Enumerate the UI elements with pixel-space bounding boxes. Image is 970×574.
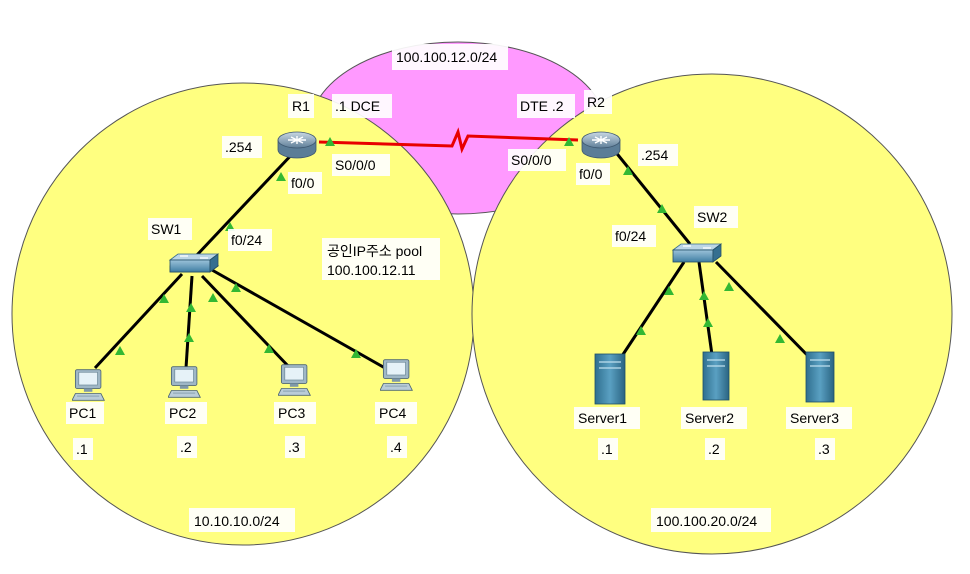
pc3-ip-label: .3	[288, 439, 300, 455]
r1-serial-role-label: .1 DCE	[335, 98, 380, 114]
port-indicator	[186, 303, 196, 312]
r1-serial-port-label: S0/0/0	[335, 157, 376, 173]
port-indicator	[325, 137, 335, 146]
serial-link-r1-r2[interactable]	[318, 127, 579, 154]
port-indicator	[208, 293, 218, 302]
port-indicator	[115, 346, 125, 355]
port-indicator	[159, 294, 169, 303]
link-sw1-pc2[interactable]	[184, 275, 194, 369]
server1-name-label: Server1	[578, 410, 627, 426]
port-indicator	[699, 291, 709, 300]
pc1-icon[interactable]	[72, 369, 105, 401]
wan-network-label: 100.100.12.0/24	[396, 49, 497, 65]
sw1-name-label: SW1	[151, 221, 182, 237]
left-lan-network-label: 10.10.10.0/24	[194, 513, 280, 529]
router-r2-icon[interactable]	[581, 131, 621, 159]
link-sw2-server1[interactable]	[616, 261, 686, 363]
sw2-uplink-port-label: f0/24	[615, 228, 646, 244]
server3-icon[interactable]	[805, 351, 835, 403]
port-indicator	[724, 282, 734, 291]
r2-fast-port-label: f0/0	[579, 166, 603, 182]
port-indicator	[664, 286, 674, 295]
port-indicator	[231, 283, 241, 292]
server3-name-label: Server3	[790, 410, 839, 426]
r2-name-label: R2	[587, 94, 605, 110]
link-r1-sw1[interactable]	[194, 148, 298, 258]
port-indicator	[564, 137, 574, 146]
r1-fast-port-label: f0/0	[291, 175, 315, 191]
port-indicator	[264, 344, 274, 353]
server1-icon[interactable]	[594, 353, 626, 405]
link-sw1-pc1[interactable]	[93, 272, 184, 370]
label-backgrounds	[66, 44, 852, 532]
pc3-icon[interactable]	[278, 364, 311, 396]
server1-ip-label: .1	[601, 441, 613, 457]
right-lan-zone	[471, 73, 953, 555]
switch-sw2-icon[interactable]	[671, 243, 723, 263]
r2-lan-ip-label: .254	[641, 147, 668, 163]
server3-ip-label: .3	[818, 441, 830, 457]
nat-pool-address: 100.100.12.11	[327, 262, 416, 278]
pc2-ip-label: .2	[180, 439, 192, 455]
port-indicator	[657, 204, 667, 213]
port-indicator	[184, 333, 194, 342]
server2-icon[interactable]	[702, 351, 730, 401]
port-status-indicators	[115, 137, 785, 358]
nat-pool-label: 공인IP주소 pool	[327, 243, 422, 259]
pc4-icon[interactable]	[380, 359, 413, 391]
link-sw2-server3[interactable]	[714, 260, 816, 364]
port-indicator	[276, 172, 286, 181]
pc4-ip-label: .4	[390, 439, 402, 455]
r1-lan-ip-label: .254	[225, 139, 252, 155]
ethernet-links	[93, 148, 816, 370]
link-sw1-pc3[interactable]	[200, 274, 292, 370]
server2-name-label: Server2	[685, 410, 734, 426]
link-r2-sw2[interactable]	[612, 149, 692, 245]
port-indicator	[623, 166, 633, 175]
port-indicator	[775, 334, 785, 343]
router-r1-icon[interactable]	[277, 131, 317, 159]
sw2-name-label: SW2	[697, 209, 728, 225]
pc2-name-label: PC2	[169, 405, 196, 421]
r1-name-label: R1	[292, 98, 310, 114]
pc2-icon[interactable]	[168, 366, 201, 398]
port-indicator	[351, 349, 361, 358]
pc4-name-label: PC4	[379, 405, 406, 421]
link-sw2-server2[interactable]	[697, 261, 715, 363]
port-indicator	[225, 222, 235, 231]
port-indicator	[703, 318, 713, 327]
r2-serial-role-label: DTE .2	[520, 98, 564, 114]
pc3-name-label: PC3	[278, 405, 305, 421]
pc1-ip-label: .1	[76, 441, 88, 457]
port-indicator	[636, 326, 646, 335]
switch-sw1-icon[interactable]	[168, 253, 220, 273]
server2-ip-label: .2	[708, 441, 720, 457]
r2-serial-port-label: S0/0/0	[511, 152, 552, 168]
pc1-name-label: PC1	[69, 405, 96, 421]
right-lan-network-label: 100.100.20.0/24	[656, 513, 757, 529]
sw1-uplink-port-label: f0/24	[231, 232, 262, 248]
